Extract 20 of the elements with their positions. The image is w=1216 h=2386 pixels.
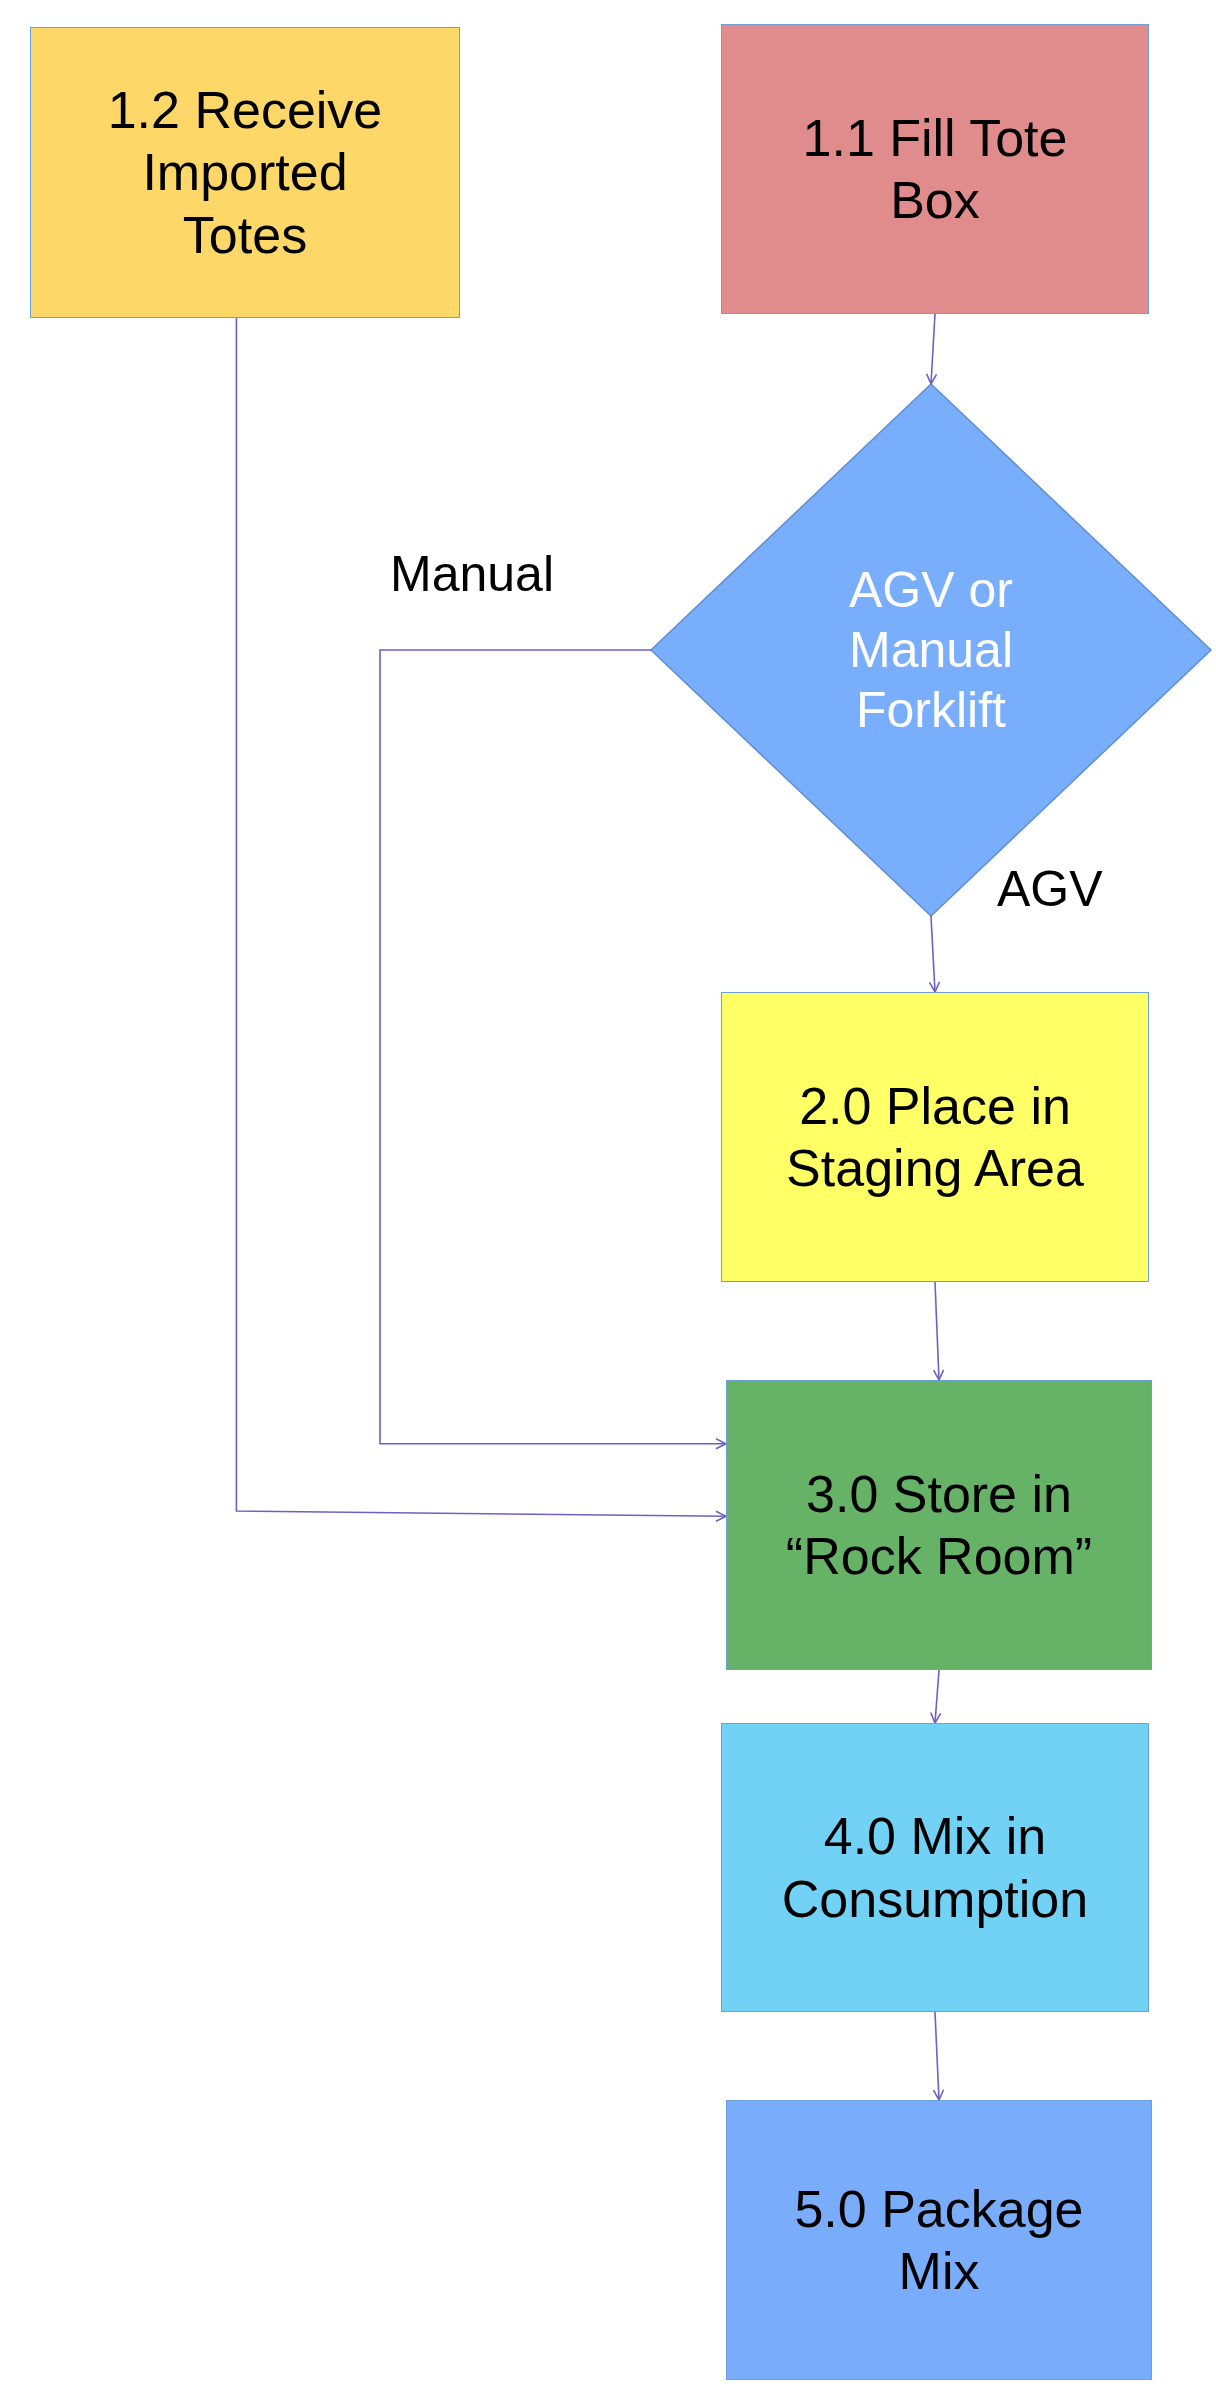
node-label: 1.2 Receive Imported Totes xyxy=(106,79,384,266)
node-label: 2.0 Place in Staging Area xyxy=(785,1075,1085,1199)
node-label: AGV or Manual Forklift xyxy=(848,561,1014,740)
arrow xyxy=(379,649,727,1450)
process-box xyxy=(721,24,1149,314)
arrow xyxy=(928,915,941,993)
node-label: 3.0 Store in “Rock Room” xyxy=(784,1463,1094,1587)
arrow xyxy=(932,1281,945,1381)
process-box xyxy=(30,27,460,318)
process-box xyxy=(721,992,1149,1282)
arrow xyxy=(932,2011,945,2101)
process-box xyxy=(721,1723,1149,2012)
process-box xyxy=(726,1380,1152,1670)
node-label: 1.1 Fill Tote Box xyxy=(801,107,1069,231)
node-label: 4.0 Mix in Consumption xyxy=(780,1806,1090,1930)
process-box xyxy=(726,2100,1152,2380)
arrow xyxy=(925,313,938,385)
node-label: 5.0 Package Mix xyxy=(793,2178,1085,2302)
arrow xyxy=(235,317,727,1522)
arrow xyxy=(929,1669,942,1724)
